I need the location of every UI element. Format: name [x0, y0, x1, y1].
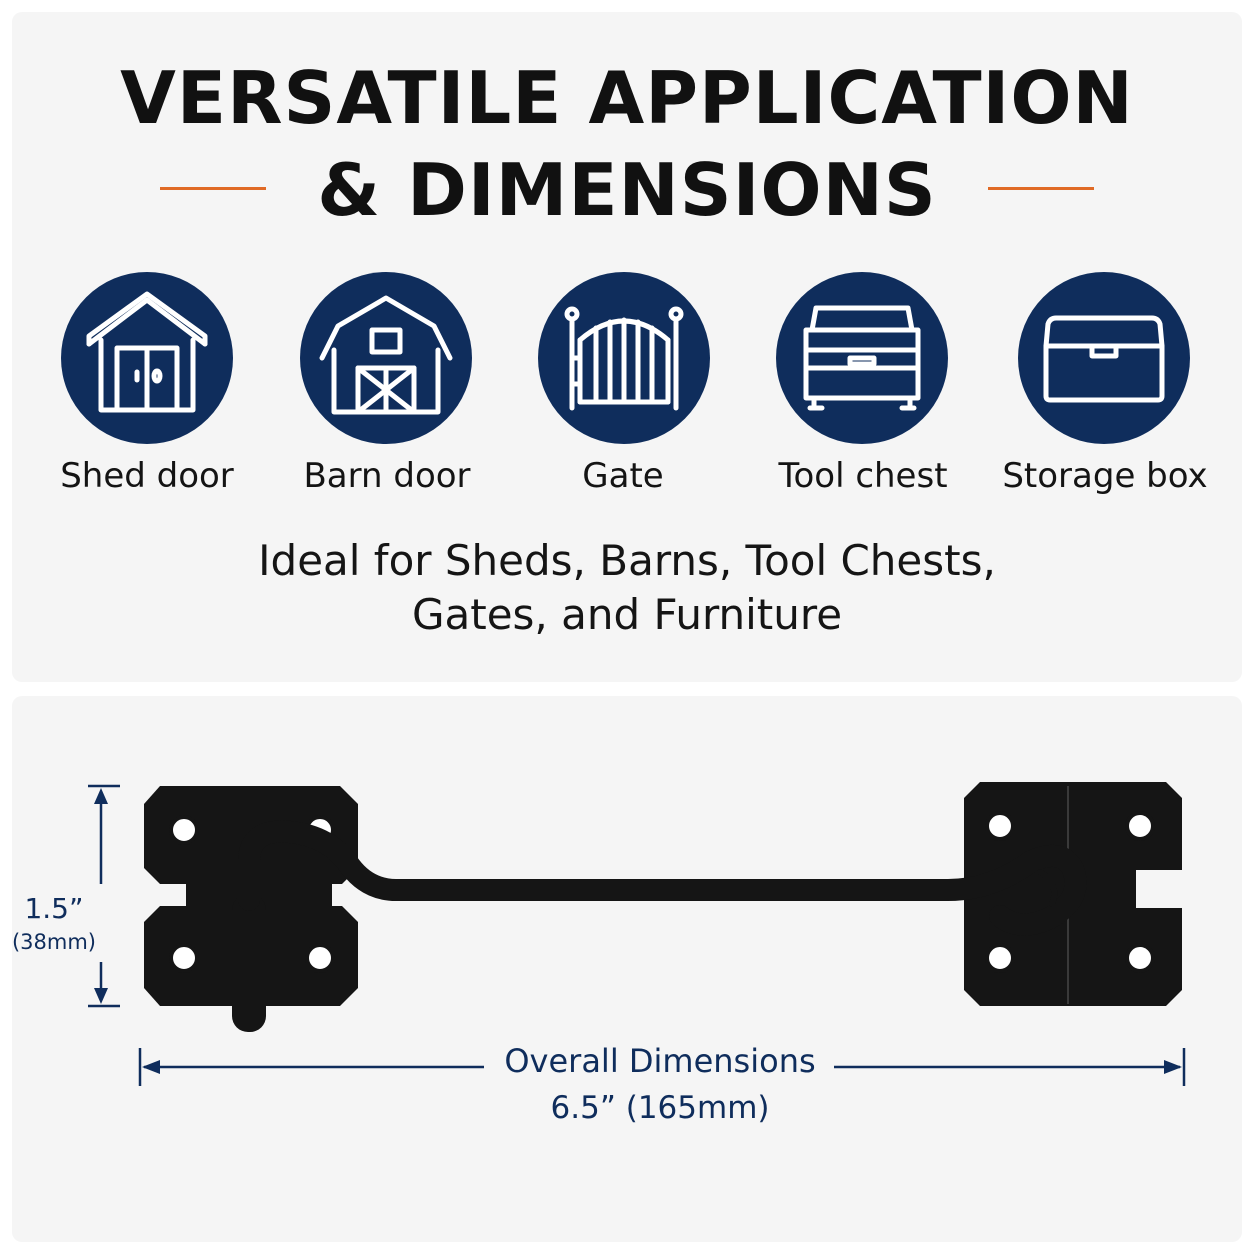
storage-box-icon [1043, 315, 1165, 403]
height-dimension-line [88, 784, 120, 1008]
screw-holes [169, 811, 1155, 973]
icon-circle [538, 272, 710, 444]
overall-dimensions-value: 6.5” (165mm) [550, 1090, 770, 1126]
width-dimension-line [138, 1048, 1186, 1086]
hook-rod [232, 820, 1087, 1032]
icon-circle [776, 272, 948, 444]
application-label: Shed door [60, 456, 234, 496]
barn-icon [319, 295, 453, 415]
accent-rule-left [160, 187, 266, 190]
shed-icon [86, 291, 208, 413]
icon-circle [1018, 272, 1190, 444]
subtitle-line-2: Gates, and Furniture [411, 590, 843, 639]
overall-dimensions-label: Overall Dimensions [504, 1042, 816, 1080]
page-title-line-1: VERSATILE APPLICATION [120, 56, 1134, 140]
gate-icon [564, 306, 684, 411]
height-value: 1.5” [24, 892, 84, 925]
icon-circle [61, 272, 233, 444]
subtitle-line-1: Ideal for Sheds, Barns, Tool Chests, [258, 536, 996, 585]
accent-rule-right [988, 187, 1094, 190]
application-label: Storage box [1002, 456, 1208, 496]
tool-chest-icon [803, 305, 921, 411]
page-title-line-2: & DIMENSIONS [317, 148, 937, 232]
application-label: Gate [582, 456, 664, 496]
height-metric: (38mm) [11, 930, 97, 954]
icon-circle [300, 272, 472, 444]
application-label: Tool chest [778, 456, 948, 496]
application-label: Barn door [303, 456, 471, 496]
